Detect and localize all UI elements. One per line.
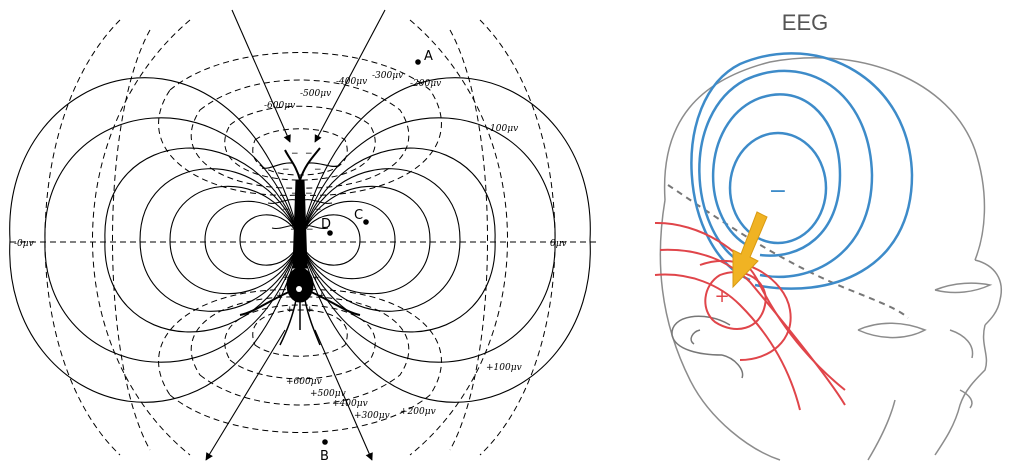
eeg-title: EEG	[782, 10, 828, 35]
label-neg-500: -500μv	[300, 89, 331, 99]
svg-text:+: +	[306, 305, 314, 315]
svg-text:−: −	[314, 205, 322, 215]
positive-sign: +	[714, 286, 729, 307]
svg-text:+: +	[318, 291, 326, 301]
point-b-label: B	[320, 449, 329, 462]
head-outline	[659, 57, 1002, 461]
point-d-marker	[327, 230, 333, 236]
svg-text:+: +	[282, 273, 290, 283]
pyramidal-neuron	[239, 147, 361, 346]
nucleus	[296, 286, 302, 292]
label-zero-right: 0μv	[550, 239, 567, 249]
svg-text:+: +	[276, 291, 284, 301]
ear	[671, 315, 744, 379]
cortex-boundary	[667, 184, 909, 319]
svg-text:−: −	[314, 165, 322, 175]
label-pos-400: +400μv	[332, 399, 368, 409]
svg-text:−: −	[305, 149, 313, 159]
label-neg-200: -200μv	[410, 79, 441, 89]
svg-text:−: −	[306, 225, 314, 235]
point-c-marker	[363, 219, 369, 225]
negative-sign: −	[769, 179, 787, 204]
svg-text:+: +	[286, 305, 294, 315]
point-a-label: A	[424, 49, 433, 64]
negative-field-lines	[690, 52, 914, 290]
label-pos-500: +500μv	[310, 389, 346, 399]
label-pos-300: +300μv	[354, 411, 390, 421]
label-pos-100: +100μv	[486, 363, 522, 373]
label-pos-200: +200μv	[400, 407, 436, 417]
svg-text:−: −	[291, 189, 299, 199]
point-b-marker	[322, 439, 328, 445]
svg-text:−: −	[305, 189, 313, 199]
svg-text:−: −	[282, 165, 290, 175]
label-zero-left: -0μv	[14, 239, 34, 249]
label-neg-100: -100μv	[487, 124, 518, 134]
point-c-label: C	[354, 208, 363, 223]
neuron-field-diagram: −− −− −− −− −− ++ ++ ++ A B C D -300μv -…	[9, 9, 600, 462]
svg-text:−: −	[282, 205, 290, 215]
label-neg-600: -600μv	[264, 101, 295, 111]
neuron-field-svg: −− −− −− −− −− ++ ++ ++ A B C D -300μv -…	[9, 9, 600, 462]
point-a-marker	[415, 59, 421, 65]
face-features	[857, 282, 993, 409]
label-neg-300: -300μv	[372, 71, 403, 81]
svg-text:+: +	[312, 273, 320, 283]
dipole-arrow	[732, 211, 768, 289]
svg-text:−: −	[291, 149, 299, 159]
point-d-label: D	[321, 217, 331, 232]
label-neg-400: -400μv	[336, 77, 367, 87]
eeg-head-diagram: EEG − +	[640, 0, 1012, 462]
svg-text:−: −	[290, 225, 298, 235]
label-pos-600: +600μv	[286, 377, 322, 387]
eeg-head-svg: EEG − +	[654, 10, 1002, 461]
